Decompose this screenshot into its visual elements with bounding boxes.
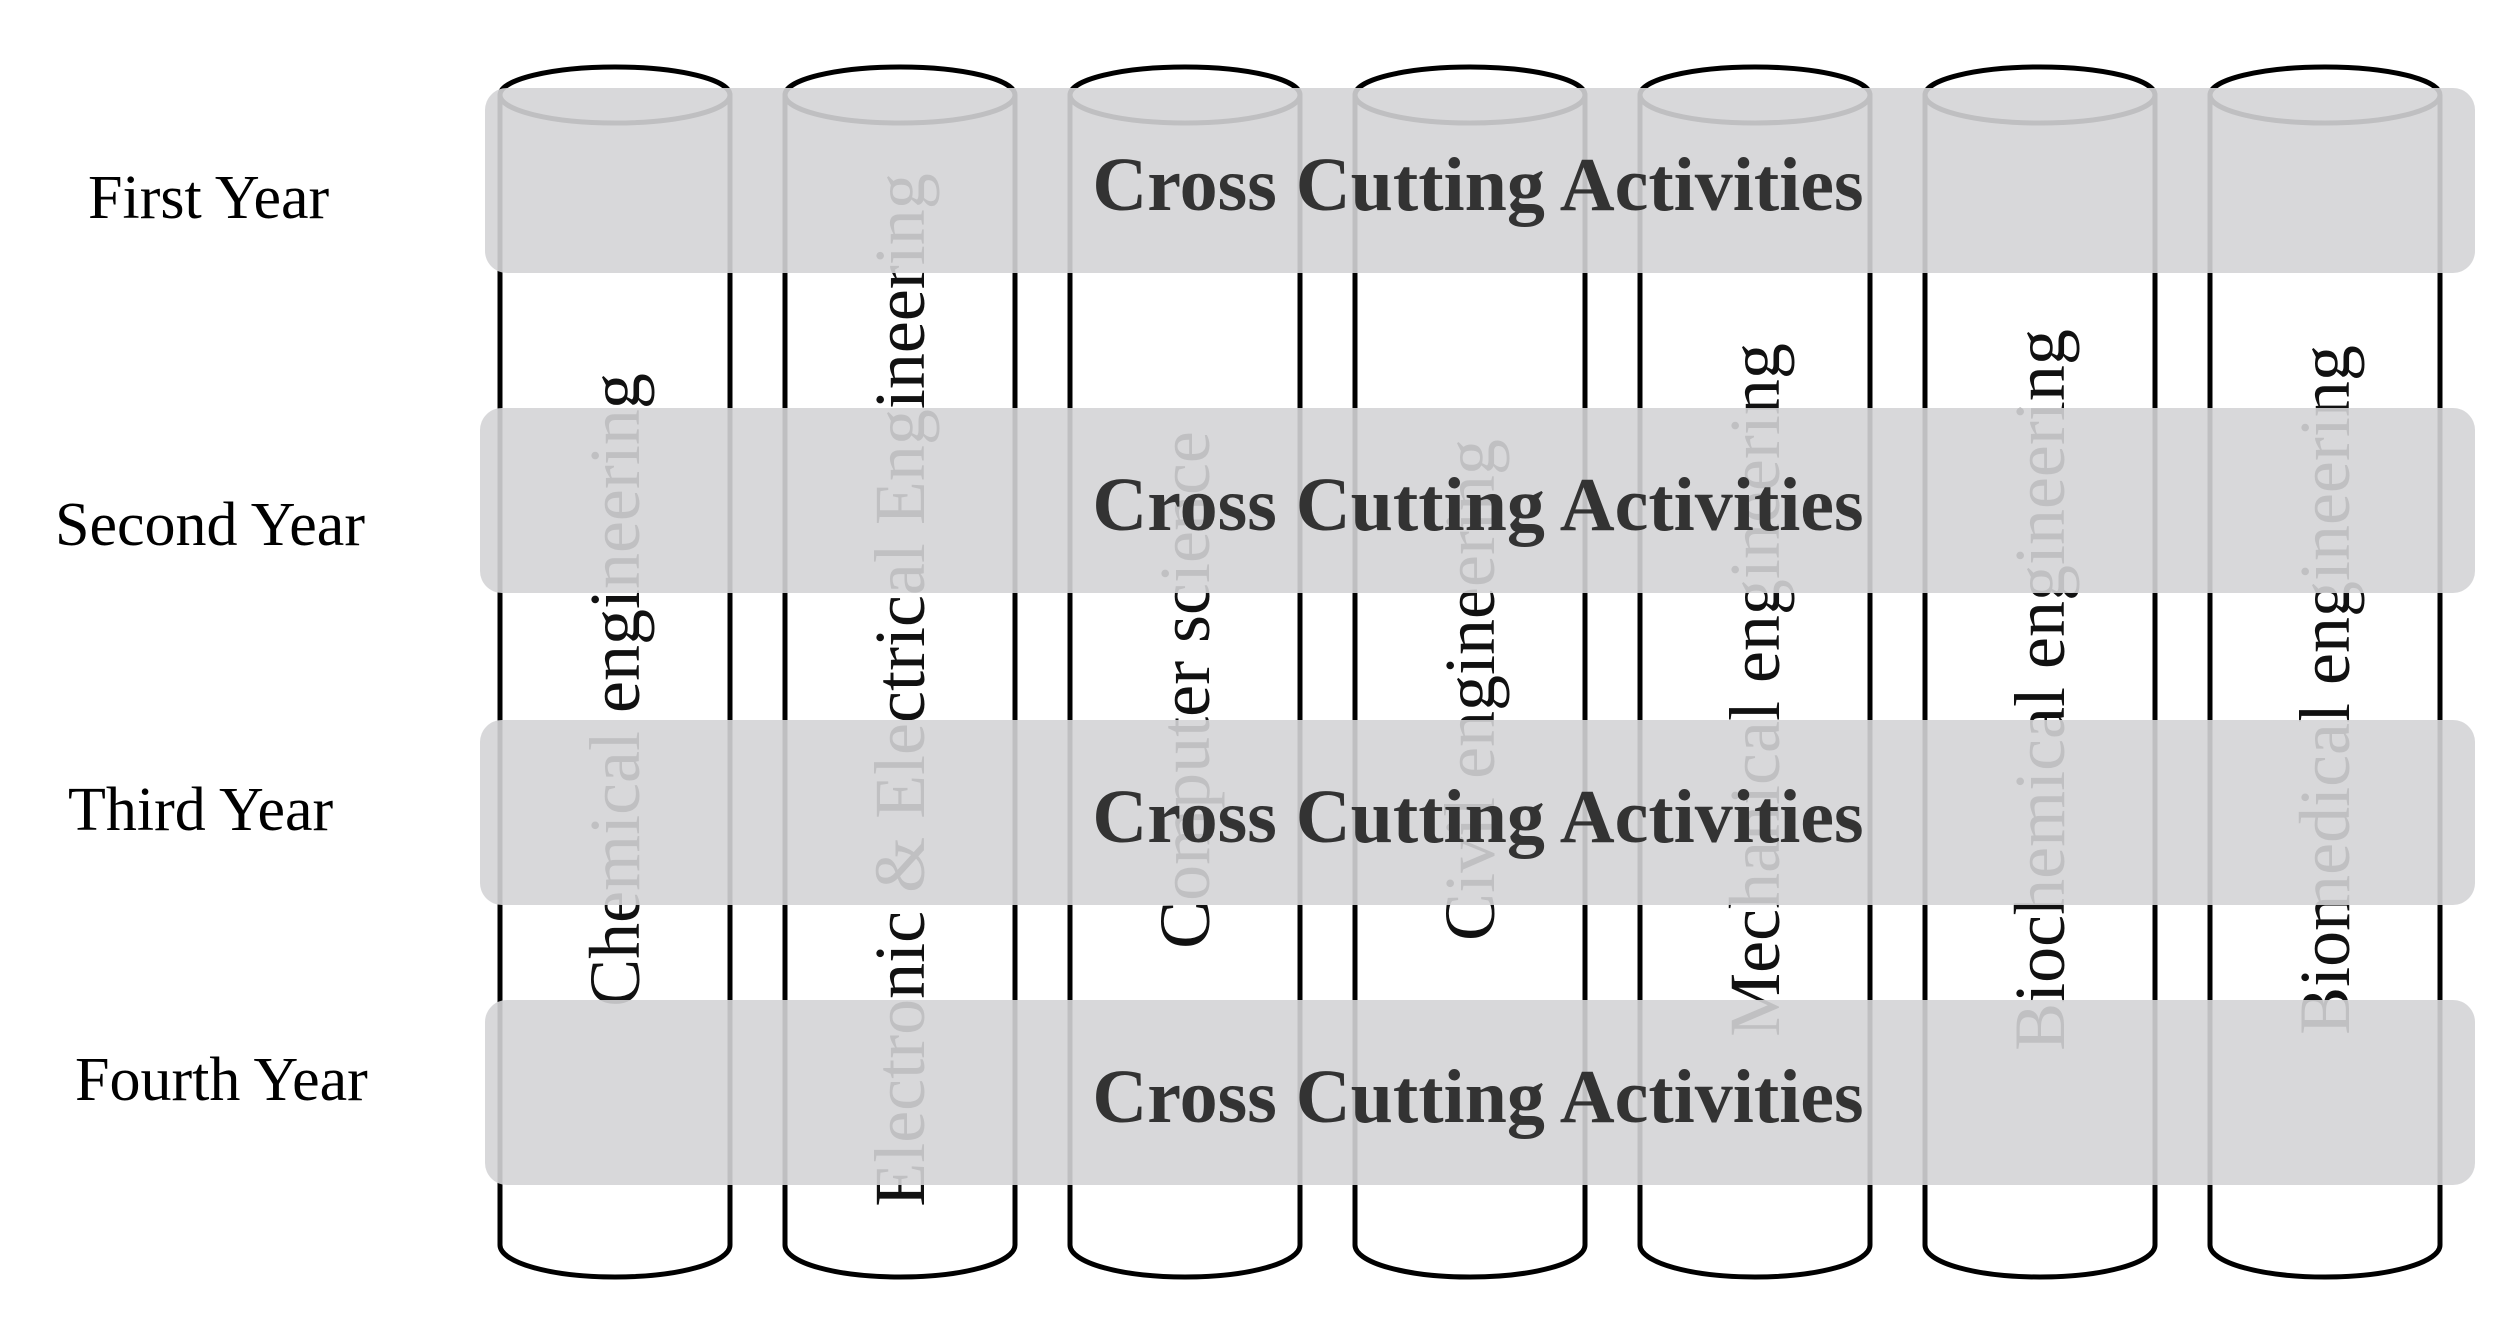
year-label: Second Year — [55, 491, 365, 559]
pillar-base — [1922, 1244, 2158, 1280]
pillar-base — [1067, 1244, 1303, 1280]
year-label: Third Year — [68, 776, 334, 844]
year-label: First Year — [88, 164, 330, 232]
band-background — [480, 408, 2475, 593]
band-background — [480, 720, 2475, 905]
pillar-base — [1637, 1244, 1873, 1280]
band-background — [485, 88, 2475, 273]
cross-cutting-band: Cross Cutting Activities — [485, 88, 2475, 273]
cross-cutting-band: Cross Cutting Activities — [480, 720, 2475, 905]
pillar-base — [497, 1244, 733, 1280]
band-label: Cross Cutting Activities — [1092, 1055, 1863, 1139]
pillar-base — [1352, 1244, 1588, 1280]
band-label: Cross Cutting Activities — [1092, 775, 1863, 859]
band-label: Cross Cutting Activities — [1092, 463, 1863, 547]
band-background — [485, 1000, 2475, 1185]
pillar-base — [782, 1244, 1018, 1280]
cross-cutting-band: Cross Cutting Activities — [480, 408, 2475, 593]
year-label: Fourth Year — [75, 1046, 368, 1114]
cross-cutting-band: Cross Cutting Activities — [485, 1000, 2475, 1185]
pillar-base — [2207, 1244, 2443, 1280]
band-label: Cross Cutting Activities — [1092, 143, 1863, 227]
